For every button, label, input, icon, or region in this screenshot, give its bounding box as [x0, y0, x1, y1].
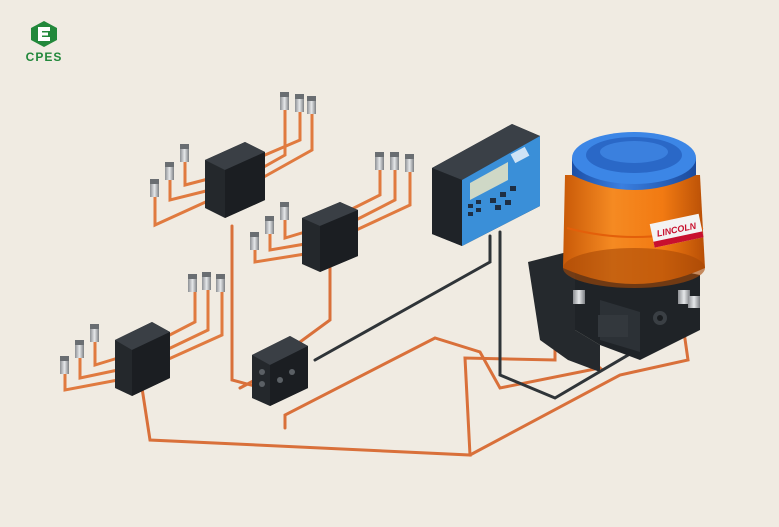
tube-master-to-center: [298, 260, 332, 344]
controller-unit: [432, 124, 540, 246]
tube-pump-to-left-block: [140, 346, 557, 457]
divider-block-top-center: [250, 152, 414, 272]
tube-pump-to-master-2: [468, 316, 690, 457]
divider-block-left: [60, 272, 225, 396]
divider-block-top-left: [150, 92, 316, 228]
controller-cables: [313, 230, 642, 400]
cpes-logo-mark: [31, 21, 57, 47]
divider-block-master: [252, 336, 308, 406]
lincoln-label: LINCOLN: [649, 213, 704, 248]
lubrication-pump: LINCOLN: [528, 132, 705, 372]
cable-controller-to-pump: [498, 230, 642, 400]
logo-text: CPES: [25, 50, 63, 64]
cpes-logo: CPES: [16, 20, 72, 64]
cable-controller-to-master: [313, 234, 492, 362]
